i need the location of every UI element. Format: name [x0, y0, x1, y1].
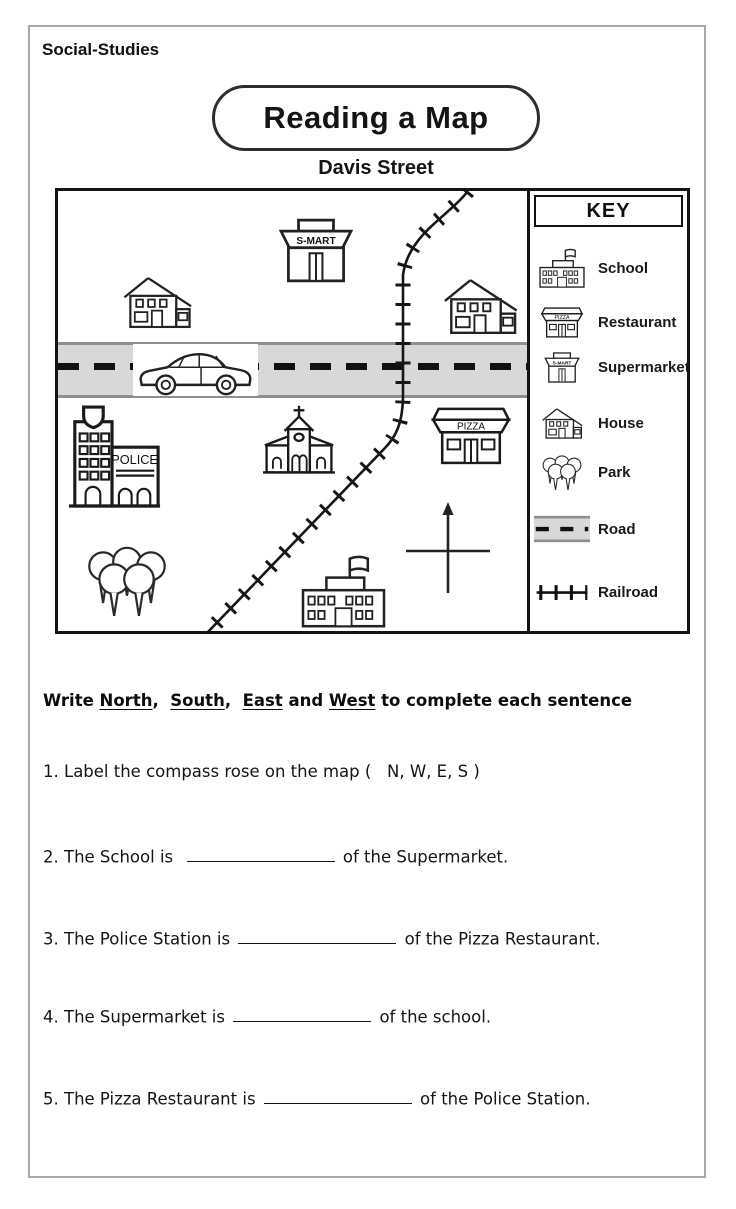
key-label: Supermarket [598, 358, 690, 376]
key-item-restaurant: PIZZA Restaurant [530, 296, 687, 348]
question-text: of the school. [374, 1007, 492, 1027]
question-2: 2. The School is of the Supermarket. [43, 844, 508, 866]
key-item-house: House [530, 397, 687, 449]
key-item-railroad: Railroad [530, 566, 687, 618]
map-area: S-MART POLICE [58, 191, 527, 631]
key-label: Railroad [598, 583, 659, 601]
house-icon [440, 277, 520, 336]
instruction-text: , [152, 691, 171, 710]
question-text: The Supermarket is [64, 1007, 231, 1027]
key-label: Restaurant [598, 313, 677, 331]
question-text: of the Supermarket. [337, 847, 509, 867]
svg-text:PIZZA: PIZZA [457, 422, 485, 433]
road-center-line [58, 363, 527, 370]
key-item-supermarket: S-MART Supermarket [530, 341, 690, 393]
supermarket-icon: S-MART [270, 218, 362, 283]
instruction-text: to complete each sentence [375, 691, 633, 710]
instruction-text: Write [43, 691, 100, 710]
question-text: of the Police Station. [414, 1089, 591, 1109]
subject-label: Social-Studies [42, 40, 160, 59]
direction-word: East [242, 691, 283, 710]
question-5: 5. The Pizza Restaurant is of the Police… [43, 1086, 591, 1108]
page-title: Reading a Map [263, 100, 489, 135]
question-number: 5. [43, 1089, 64, 1109]
question-number: 4. [43, 1007, 64, 1027]
compass-rose-icon [402, 499, 494, 597]
title-pill: Reading a Map [212, 85, 540, 151]
map-key: KEY School PIZZA Restaurant [527, 191, 690, 631]
question-text: of the Pizza Restaurant. [399, 929, 601, 949]
svg-text:S-MART: S-MART [296, 236, 336, 247]
restaurant-icon: PIZZA [530, 306, 594, 338]
svg-text:S-MART: S-MART [553, 360, 572, 366]
question-number: 2. [43, 847, 64, 867]
svg-text:POLICE: POLICE [111, 452, 158, 467]
supermarket-icon: S-MART [530, 351, 594, 383]
answer-blank-q4[interactable] [233, 1004, 372, 1023]
railroad-icon [530, 582, 594, 603]
police-station-icon: POLICE [65, 404, 163, 510]
question-text: The Police Station is [64, 929, 236, 949]
map-frame: S-MART POLICE [55, 188, 690, 634]
key-item-road: Road [530, 503, 687, 555]
key-label: House [598, 414, 644, 432]
question-number: 1. [43, 762, 64, 781]
church-icon [254, 404, 344, 476]
railroad-track [200, 191, 474, 631]
house-icon [530, 407, 594, 440]
question-3: 3. The Police Station is of the Pizza Re… [43, 926, 601, 948]
key-item-school: School [530, 242, 687, 294]
question-4: 4. The Supermarket is of the school. [43, 1004, 491, 1026]
car-icon [133, 344, 258, 396]
key-item-park: Park [530, 446, 687, 498]
direction-word: South [170, 691, 225, 710]
question-text: The School is [64, 847, 184, 867]
park-icon [530, 452, 594, 492]
key-label: Road [598, 520, 636, 538]
school-icon [294, 554, 393, 630]
street-subtitle: Davis Street [318, 157, 434, 179]
instruction-text: and [282, 691, 329, 710]
pizza-restaurant-icon: PIZZA [426, 405, 516, 465]
answer-blank-q5[interactable] [263, 1086, 412, 1105]
house-icon [120, 275, 194, 330]
answer-blank-q2[interactable] [186, 844, 335, 863]
park-icon [81, 539, 173, 621]
svg-text:PIZZA: PIZZA [555, 315, 570, 321]
direction-word: North [99, 691, 153, 710]
school-icon [530, 248, 594, 289]
instruction-text: , [224, 691, 243, 710]
road-icon [530, 512, 594, 546]
question-text: Label the compass rose on the map ( N, W… [64, 762, 480, 781]
question-1: 1. Label the compass rose on the map ( N… [43, 762, 480, 781]
answer-blank-q3[interactable] [238, 926, 397, 945]
question-text: The Pizza Restaurant is [64, 1089, 261, 1109]
question-number: 3. [43, 929, 64, 949]
instructions: Write North, South, East and West to com… [43, 691, 632, 710]
direction-word: West [328, 691, 376, 710]
key-label: School [598, 259, 649, 277]
key-title: KEY [534, 195, 683, 227]
key-label: Park [598, 463, 631, 481]
